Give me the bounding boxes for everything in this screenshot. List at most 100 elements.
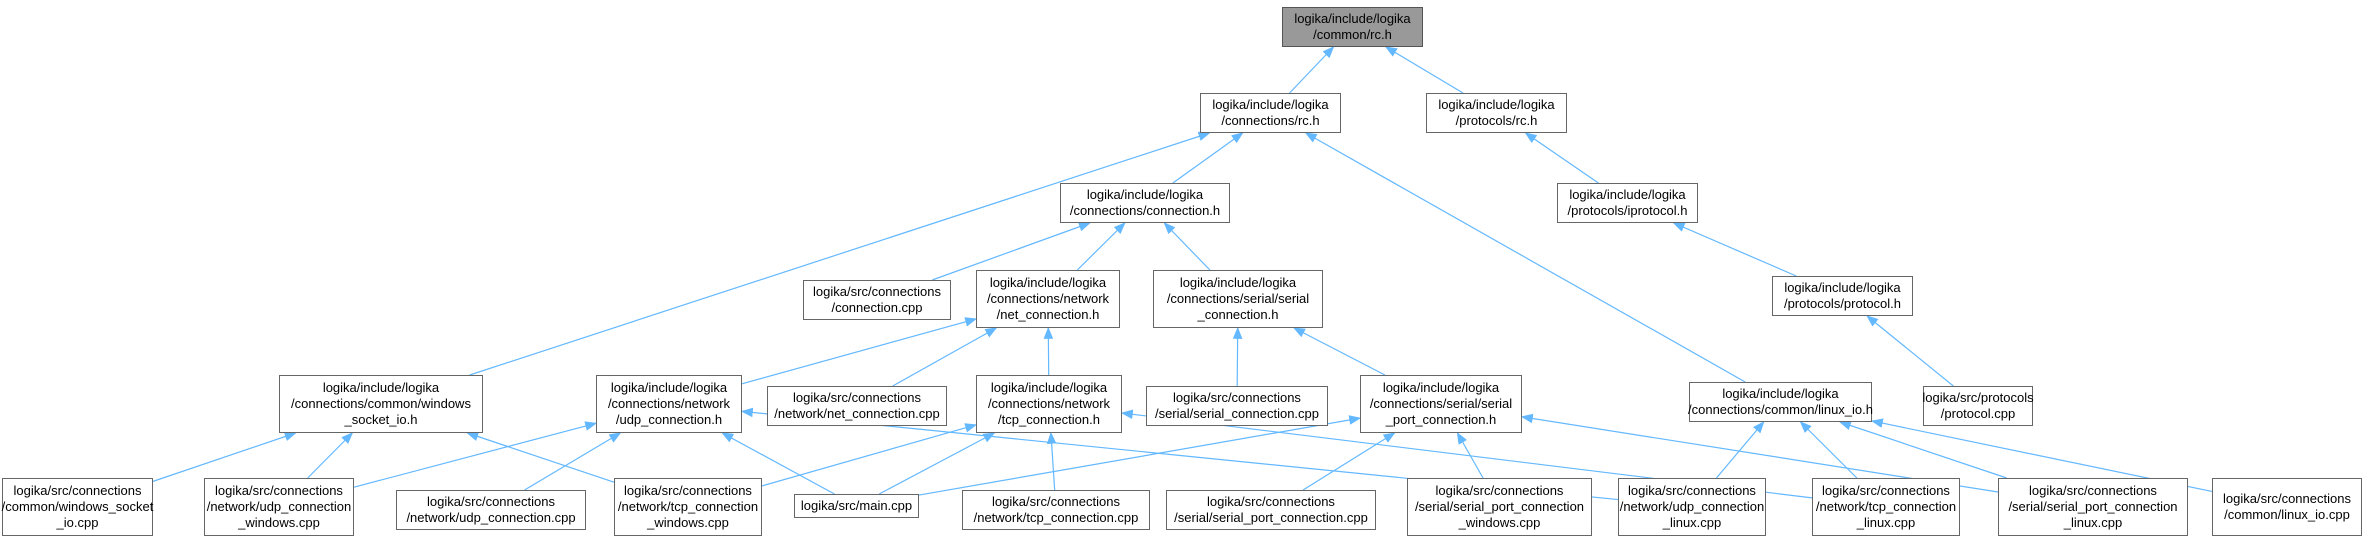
node-connections-rc-h[interactable]: logika/include/logika/connections/rc.h [1200,93,1341,133]
node-iprotocol-h[interactable]: logika/include/logika/protocols/iprotoco… [1557,183,1698,223]
node-label-line: /network/udp_connection.cpp [406,510,576,525]
edge-linux-io-h-to-connections-rc-h [1304,132,1746,383]
node-label-line: logika/include/logika [990,380,1108,395]
node-label-line: /connections/serial/serial [1166,291,1310,306]
node-label: logika/src/connections/connection.cpp [813,284,941,316]
node-label-line: /network/tcp_connection.cpp [973,510,1139,525]
node-label: logika/include/logika/protocols/protocol… [1784,280,1901,312]
node-label-line: logika/src/connections [1207,494,1335,509]
node-label-line: logika/src/main.cpp [800,498,913,513]
edge-serial-connection-h-to-connection-h [1163,222,1211,271]
node-label-line: logika/include/logika [1722,386,1839,401]
node-tcp-connection-cpp[interactable]: logika/src/connections/network/tcp_conne… [962,490,1150,530]
node-label-line: /udp_connection.h [615,412,723,427]
node-label-line: logika/src/connections [427,494,555,509]
node-udp-connection-windows-cpp[interactable]: logika/src/connections/network/udp_conne… [204,478,354,536]
node-linux-io-cpp[interactable]: logika/src/connections/common/linux_io.c… [2212,478,2362,536]
node-label-line: /connections/common/windows [291,396,471,411]
node-label-line: _io.cpp [56,515,99,530]
node-label: logika/src/connections/common/windows_so… [2,483,154,531]
node-udp-connection-linux-cpp[interactable]: logika/src/connections/network/udp_conne… [1618,478,1766,536]
node-windows-socket-io-cpp[interactable]: logika/src/connections/common/windows_so… [2,478,153,536]
edge-connection-cpp-to-connection-h [932,222,1091,281]
node-label-line: _windows.cpp [647,515,729,530]
node-label: logika/src/connections/network/tcp_conne… [1816,483,1956,531]
node-label: logika/include/logika/connections/networ… [987,275,1109,323]
node-protocols-rc-h[interactable]: logika/include/logika/protocols/rc.h [1426,93,1567,133]
edge-serial-port-connection-windows-cpp-to-serial-port-connection-h [1456,431,1484,479]
node-label: logika/src/connections/network/tcp_conne… [618,483,758,531]
node-tcp-connection-linux-cpp[interactable]: logika/src/connections/network/tcp_conne… [1812,478,1960,536]
node-serial-port-connection-windows-cpp[interactable]: logika/src/connections/serial/serial_por… [1407,478,1592,536]
node-label-line: logika/src/connections [813,284,941,299]
node-udp-connection-h[interactable]: logika/include/logika/connections/networ… [596,375,742,433]
node-label: logika/src/connections/network/udp_conne… [1620,483,1765,531]
node-label-line: logika/src/connections [215,483,343,498]
node-label-line: /serial/serial_port_connection [2008,499,2178,514]
node-label-line: logika/include/logika [1438,97,1555,112]
node-label: logika/include/logika/connections/common… [1688,386,1873,418]
edge-iprotocol-h-to-protocols-rc-h [1524,132,1599,184]
node-label-line: /protocols/rc.h [1455,113,1538,128]
node-label-line: _linux.cpp [1662,515,1722,530]
node-serial-port-connection-h[interactable]: logika/include/logika/connections/serial… [1360,375,1522,433]
node-label-line: /serial/serial_port_connection.cpp [1174,510,1368,525]
edge-connections-rc-h-to-common-rc-h [1289,46,1335,94]
node-label-line: logika/include/logika [1382,380,1500,395]
node-serial-connection-h[interactable]: logika/include/logika/connections/serial… [1153,270,1323,328]
node-label-line: /common/linux_io.cpp [2224,507,2350,522]
node-linux-io-h[interactable]: logika/include/logika/connections/common… [1688,382,1873,422]
node-windows-socket-io-h[interactable]: logika/include/logika/connections/common… [279,375,483,433]
edge-net-connection-h-to-connection-h [1076,222,1126,271]
node-protocol-h[interactable]: logika/include/logika/protocols/protocol… [1772,276,1913,316]
node-label-line: _linux.cpp [2063,515,2123,530]
node-tcp-connection-windows-cpp[interactable]: logika/src/connections/network/tcp_conne… [614,478,762,536]
node-udp-connection-cpp[interactable]: logika/src/connections/network/udp_conne… [396,490,586,530]
node-label: logika/src/connections/serial/serial_con… [1155,390,1319,422]
node-net-connection-cpp[interactable]: logika/src/connections/network/net_conne… [767,386,947,426]
node-label-line: logika/src/connections [624,483,752,498]
edge-serial-port-connection-h-to-serial-connection-h [1293,327,1386,376]
node-protocol-cpp[interactable]: logika/src/protocols/protocol.cpp [1922,386,2034,426]
node-label: logika/include/logika/common/rc.h [1294,11,1410,43]
node-connection-h[interactable]: logika/include/logika/connections/connec… [1060,183,1230,223]
edge-windows-socket-io-cpp-to-windows-socket-io-h [152,431,297,482]
node-label-line: /connections/connection.h [1069,203,1221,218]
node-label: logika/src/connections/network/tcp_conne… [974,494,1139,526]
node-label-line: /network/udp_connection [206,499,352,514]
node-label-line: /network/tcp_connection [617,499,759,514]
edge-serial-connection-cpp-to-serial-connection-h [1232,326,1243,387]
node-connection-cpp[interactable]: logika/src/connections/connection.cpp [803,280,951,320]
node-label: logika/include/logika/connections/common… [291,380,471,428]
edge-main-cpp-to-tcp-connection-h [878,432,996,495]
node-label: logika/src/connections/network/net_conne… [774,390,940,422]
node-label-line: /connections/network [607,396,731,411]
node-label-line: logika/src/connections [1628,483,1756,498]
node-common-rc-h: logika/include/logika/common/rc.h [1282,7,1423,47]
node-net-connection-h[interactable]: logika/include/logika/connections/networ… [976,270,1120,328]
node-label-line: logika/include/logika [610,380,728,395]
node-label-line: /serial/serial_port_connection [1414,499,1585,514]
node-label: logika/include/logika/protocols/iprotoco… [1568,187,1688,219]
node-label-line: /network/udp_connection [1619,499,1765,514]
node-serial-port-connection-linux-cpp[interactable]: logika/src/connections/serial/serial_por… [1998,478,2188,536]
node-label-line: /protocols/iprotocol.h [1567,203,1688,218]
node-label-line: _port_connection.h [1385,412,1497,427]
node-serial-connection-cpp[interactable]: logika/src/connections/serial/serial_con… [1146,386,1328,426]
node-label: logika/src/main.cpp [801,498,912,514]
edge-tcp-connection-windows-cpp-to-windows-socket-io-h [466,431,615,483]
node-serial-port-connection-cpp[interactable]: logika/src/connections/serial/serial_por… [1166,490,1376,530]
node-label-line: /connections/common/linux_io.h [1688,402,1873,417]
edge-serial-port-connection-cpp-to-serial-port-connection-h [1302,432,1396,491]
node-main-cpp[interactable]: logika/src/main.cpp [794,494,919,518]
node-label-line: /connection.cpp [831,300,923,315]
node-label: logika/include/logika/connections/networ… [988,380,1110,428]
node-tcp-connection-h[interactable]: logika/include/logika/connections/networ… [976,375,1122,433]
node-label-line: logika/src/connections [1435,483,1564,498]
node-label-line: _linux.cpp [1856,515,1916,530]
node-label: logika/src/connections/common/linux_io.c… [2223,491,2351,523]
node-label-line: _connection.h [1197,307,1279,322]
node-label: logika/src/protocols/protocol.cpp [1922,390,2033,422]
node-label: logika/src/connections/network/udp_conne… [207,483,352,531]
